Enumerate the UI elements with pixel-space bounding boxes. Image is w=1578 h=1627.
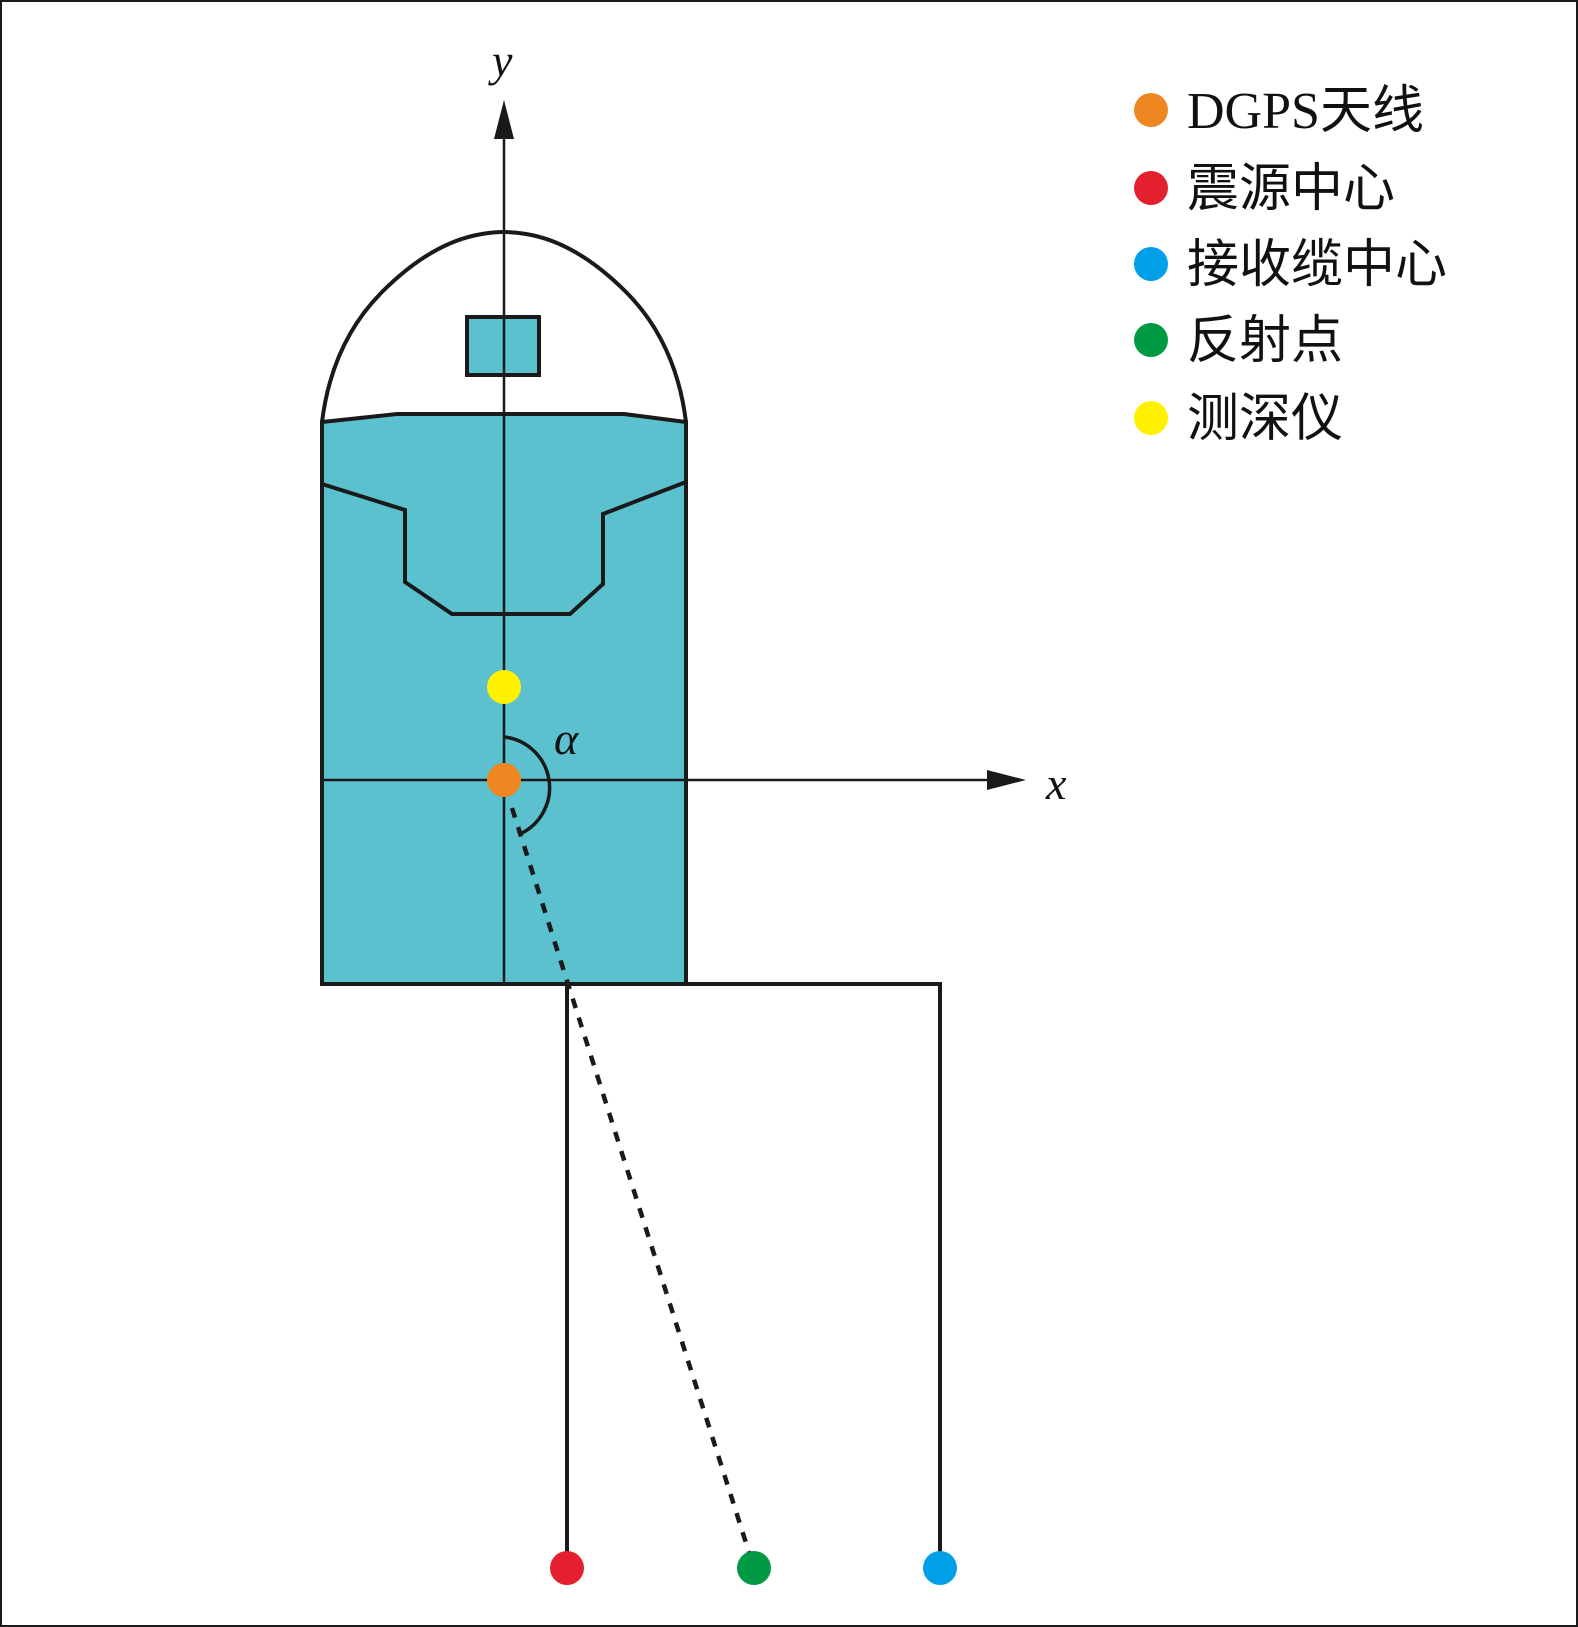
vessel-deck-outline [321, 480, 687, 616]
source-cable [686, 982, 942, 1568]
angle-label: α [554, 713, 579, 764]
legend-dot-reflection [1134, 323, 1168, 357]
y-axis-label: y [488, 35, 513, 86]
legend-label-echosounder: 测深仪 [1187, 391, 1343, 448]
legend-dot-source [1134, 171, 1168, 205]
y-axis-arrow [494, 100, 514, 139]
legend-label-receiver: 接收缆中心 [1187, 237, 1447, 294]
legend: DGPS天线 震源中心 接收缆中心 反射点 测深仪 [1134, 83, 1447, 448]
reflection-dotted-line [509, 807, 757, 1569]
receiver-cable-center-point [923, 1551, 957, 1585]
legend-dot-dgps [1134, 93, 1168, 127]
x-axis-arrow [987, 770, 1026, 790]
reflection-point [737, 1551, 771, 1585]
source-center-point [550, 1551, 584, 1585]
legend-label-source: 震源中心 [1187, 161, 1395, 218]
dgps-antenna-point [487, 763, 521, 797]
legend-label-dgps: DGPS天线 [1187, 83, 1424, 140]
legend-label-reflection: 反射点 [1187, 313, 1343, 370]
x-axis-label: x [1045, 758, 1067, 809]
angle-arc [503, 735, 552, 836]
legend-dot-echosounder [1134, 401, 1168, 435]
echosounder-point [487, 670, 521, 704]
legend-dot-receiver [1134, 247, 1168, 281]
